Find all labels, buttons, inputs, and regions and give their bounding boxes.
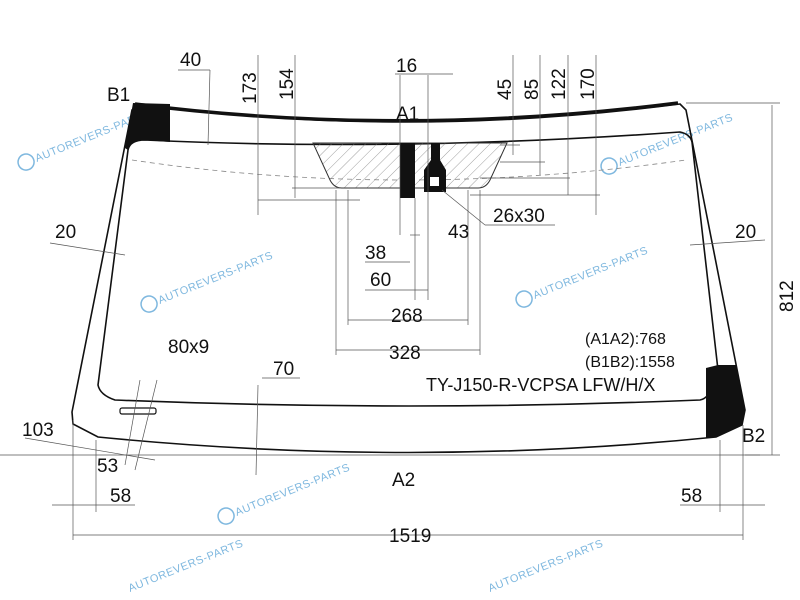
dim-53: 53 [97,456,118,477]
labels: B1 A1 A2 B2 40 173 154 16 45 85 122 170 … [22,50,798,547]
watermark-logo-icon [515,290,533,308]
watermark-text: AUTOREVERS-PARTS [487,538,605,595]
b1b2-label: (B1B2):1558 [585,354,675,371]
dim-38: 38 [365,243,386,264]
dim-43: 43 [448,222,469,243]
dim-right-58: 58 [681,486,702,507]
dim-1519: 1519 [389,526,431,547]
dim-right-20: 20 [735,222,756,243]
point-b2: B2 [742,426,765,447]
watermark-text: AUTOREVERS-PARTS [127,538,245,595]
point-a2: A2 [392,470,415,491]
a1a2-label: (A1A2):768 [585,331,666,348]
dim-26x30: 26x30 [493,206,545,227]
watermark-logo-icon [217,507,235,525]
dim-40: 40 [180,50,201,71]
point-b1: B1 [107,85,130,106]
dim-16: 16 [396,56,417,77]
black-corner-b1 [125,103,170,150]
watermark-text: AUTOREVERS-PARTS [156,250,274,307]
watermark-text: AUTOREVERS-PARTS [616,112,734,169]
dim-70: 70 [273,359,294,380]
dim-45: 45 [495,79,516,100]
dim-left-58: 58 [110,486,131,507]
part-code: TY-J150-R-VCPSA LFW/H/X [426,375,655,395]
dim-85: 85 [522,79,543,100]
watermark-logo-icon [17,153,35,171]
point-a1: A1 [396,104,419,125]
black-corner-b2 [706,365,745,438]
mirror-bracket [400,143,415,198]
sensor-window [430,177,439,186]
watermark-logo-icon [600,157,618,175]
dim-103: 103 [22,420,54,441]
dim-268: 268 [391,306,423,327]
dim-812: 812 [777,280,798,312]
dim-left-20: 20 [55,222,76,243]
sensor-bracket [424,143,446,192]
dim-80x9: 80x9 [168,337,209,358]
watermark-logo-icon [140,295,158,313]
watermark-text: AUTOREVERS-PARTS [233,462,351,519]
dimension-lines [0,55,780,540]
vin-window [119,407,157,415]
dim-173: 173 [240,72,261,104]
watermark-text: AUTOREVERS-PARTS [531,245,649,302]
dim-170: 170 [578,68,599,100]
dim-328: 328 [389,343,421,364]
dim-122: 122 [549,68,570,100]
dim-60: 60 [370,270,391,291]
dim-154: 154 [277,68,298,100]
